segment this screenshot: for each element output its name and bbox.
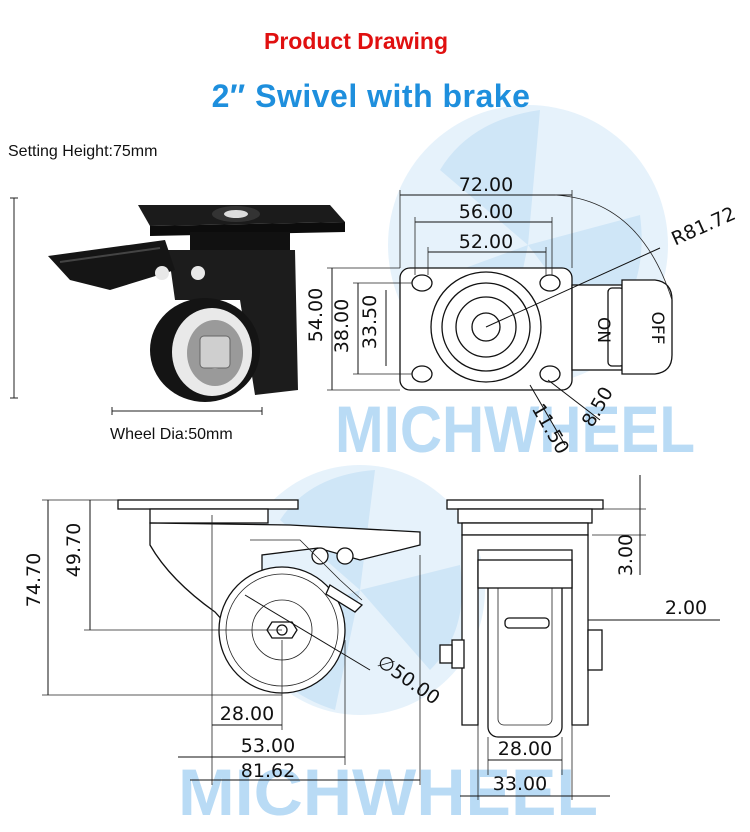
- front-fork-width: 33.00: [493, 773, 547, 795]
- top-width-inner: 52.00: [459, 231, 513, 253]
- brake-off-label: OFF: [647, 312, 667, 345]
- top-width-mid: 56.00: [459, 201, 513, 223]
- side-total-length: 81.62: [241, 760, 295, 782]
- setting-height-label: Setting Height:75mm: [8, 143, 158, 160]
- front-plate-thickness: 3.00: [615, 534, 637, 576]
- top-width-outer: 72.00: [459, 174, 513, 196]
- front-gap: 2.00: [665, 597, 707, 619]
- side-total-height: 74.70: [23, 553, 45, 607]
- caster-photo: [10, 197, 345, 415]
- side-half-length: 53.00: [241, 735, 295, 757]
- swivel-radius: R81.72: [668, 203, 739, 251]
- product-name: 2″ Swivel with brake: [211, 78, 531, 114]
- brake-on-label: ON: [593, 317, 613, 343]
- side-offset: 28.00: [220, 703, 274, 725]
- page-title: Product Drawing: [263, 28, 448, 54]
- watermark-brand-bottom: MICHWHEEL: [178, 755, 598, 829]
- side-axle-height: 49.70: [63, 523, 85, 577]
- top-height-mid: 38.00: [331, 299, 353, 353]
- wheel-dia-label: Wheel Dia:50mm: [110, 426, 233, 443]
- top-height-inner: 33.50: [359, 295, 381, 349]
- front-wheel-width: 28.00: [498, 738, 552, 760]
- front-view-drawing: 3.00 2.00 28.00 33.00: [439, 475, 720, 800]
- top-height-outer: 54.00: [305, 288, 327, 342]
- watermark-brand-top: MICHWHEEL: [335, 392, 695, 466]
